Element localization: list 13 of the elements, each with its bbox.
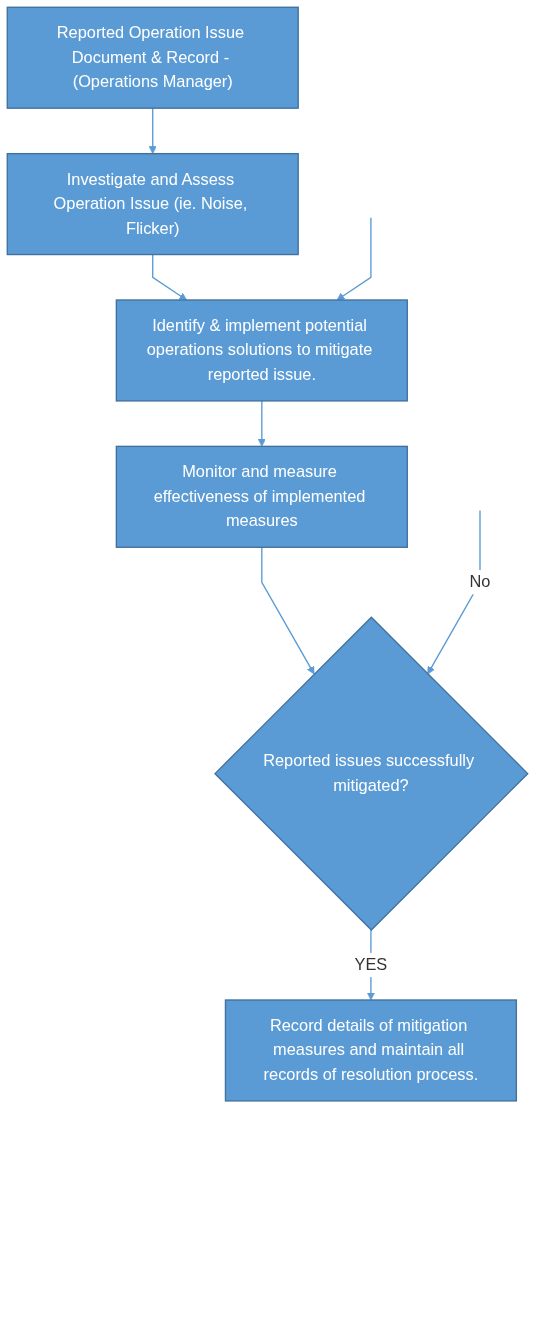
node-box: Monitor and measure effectiveness of implemented measures <box>115 445 408 548</box>
arrow <box>336 217 372 301</box>
node-box: Record details of mitigation measures and maintain all records of resolution process. <box>224 999 518 1102</box>
arrow <box>257 400 266 447</box>
node-diamond: Reported issues successfully mitigated? <box>214 616 529 931</box>
arrow <box>148 107 157 154</box>
node-box: Reported Operation Issue Document & Record - (Operations Manager) <box>6 6 299 109</box>
arrow <box>261 546 315 675</box>
edge-label: YES <box>354 955 388 974</box>
node-box: Investigate and Assess Operation Issue (ie. Noise, Flicker) <box>6 152 299 256</box>
edge-label: No <box>469 572 491 591</box>
arrow <box>152 253 187 301</box>
node-box: Identify & implement potential operations solutions to mitigate reported issue. <box>115 299 408 402</box>
